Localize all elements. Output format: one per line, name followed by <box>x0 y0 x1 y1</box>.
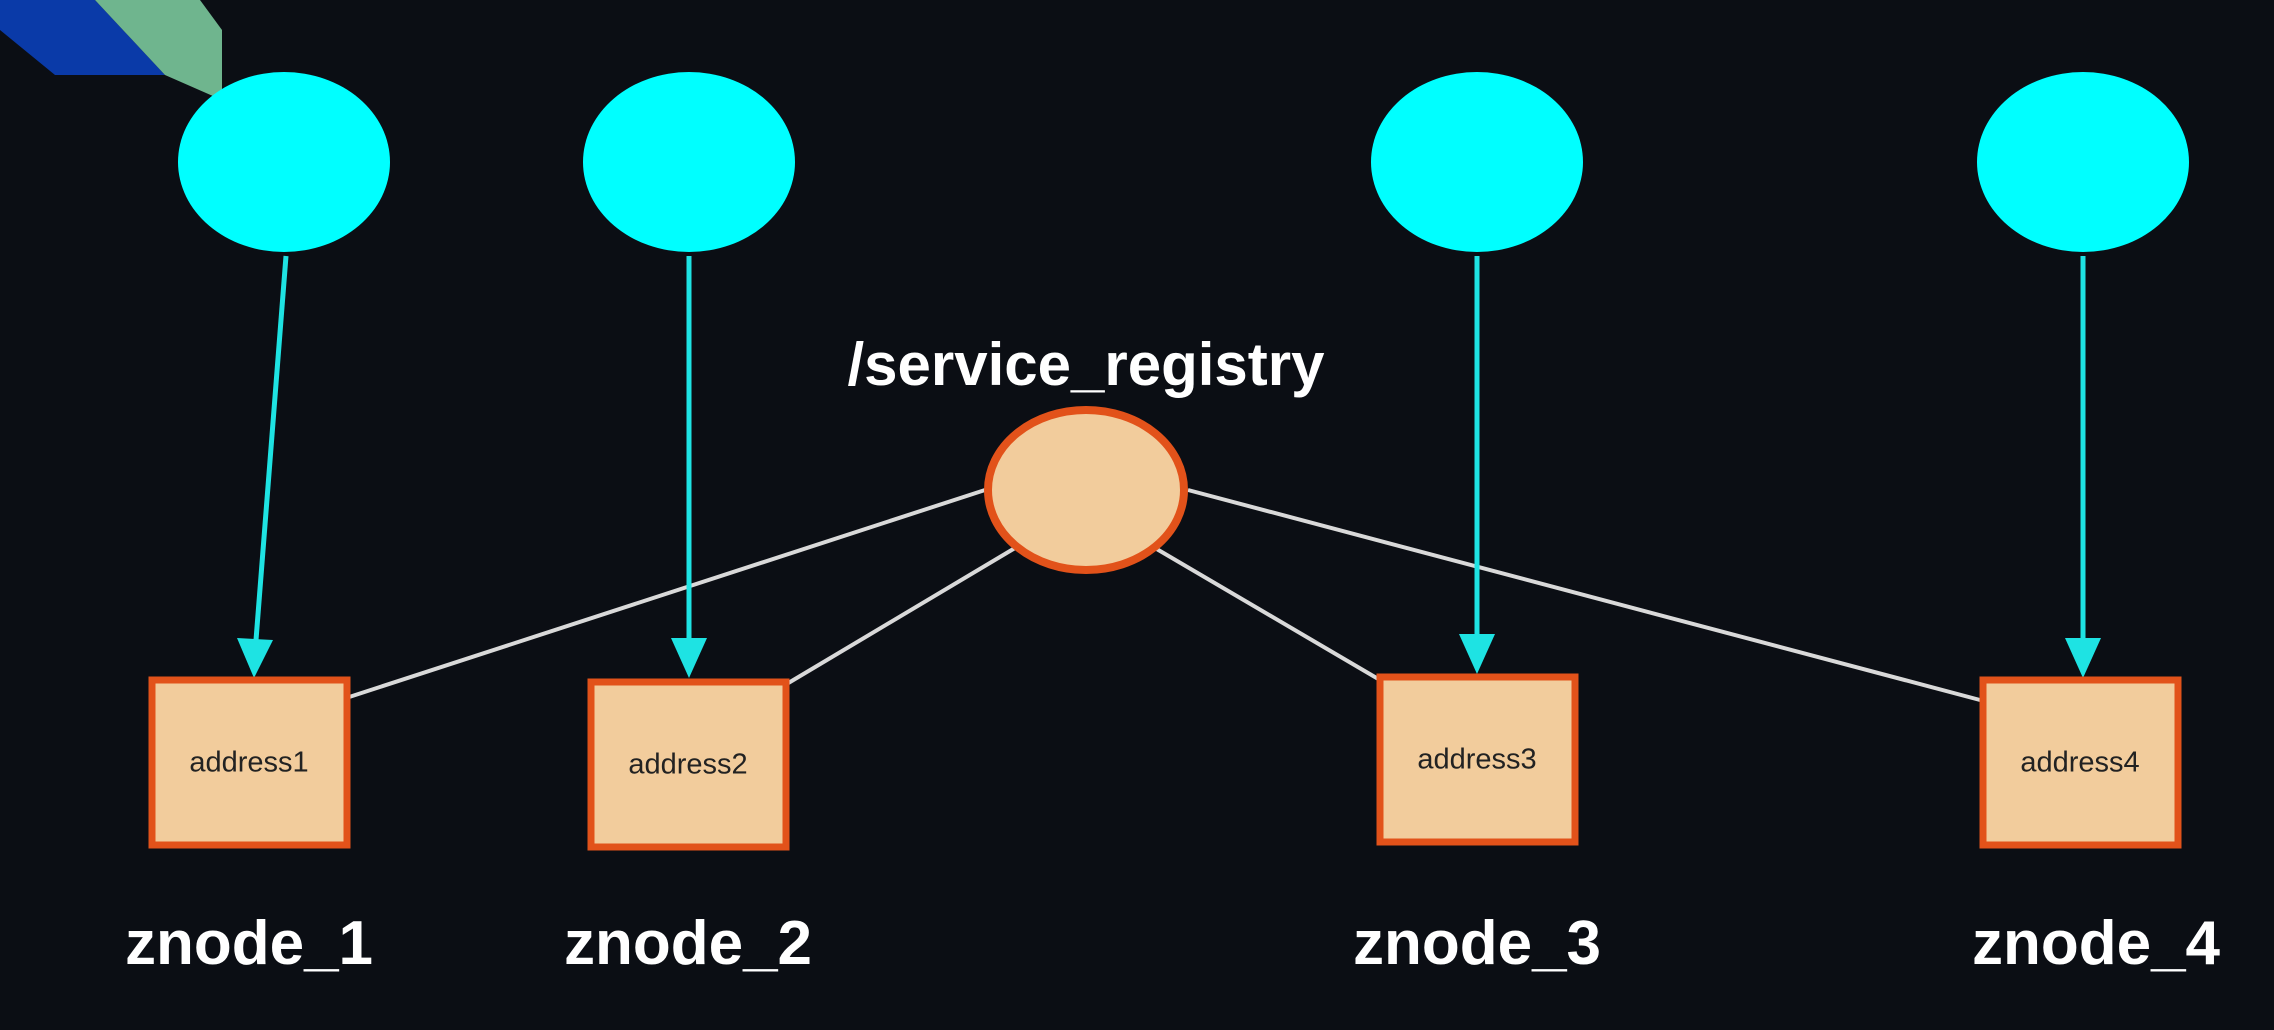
address-box-1 <box>148 676 351 849</box>
znode-label-2: znode_2 <box>563 909 813 978</box>
address-box-4 <box>1979 676 2182 849</box>
client-arrow-1 <box>253 255 289 641</box>
client-arrowhead-4 <box>2065 638 2101 678</box>
client-node-3 <box>1371 72 1583 252</box>
registry-edge-2 <box>783 546 1017 687</box>
registry-label: /service_registry <box>847 331 1325 398</box>
address-box-2 <box>587 678 790 851</box>
client-arrowhead-2 <box>671 638 707 678</box>
registry-edge-1 <box>339 488 986 702</box>
znode-label-1: znode_1 <box>124 909 374 978</box>
client-arrows <box>237 255 2101 678</box>
client-node-4 <box>1977 72 2189 252</box>
client-arrowhead-1 <box>237 638 273 678</box>
address-label-3: address3 <box>1417 743 1537 776</box>
client-nodes <box>178 72 2189 252</box>
registry-connections <box>339 488 1981 702</box>
client-arrowhead-3 <box>1459 634 1495 674</box>
znode-label-3: znode_3 <box>1352 909 1602 978</box>
address-boxes <box>148 673 2182 851</box>
registry-node <box>984 406 1188 574</box>
logo-corner-icon <box>0 0 222 100</box>
registry-edge-4 <box>1187 488 1981 702</box>
client-node-2 <box>583 72 795 252</box>
address-box-3 <box>1376 673 1579 846</box>
address-label-4: address4 <box>2020 746 2140 779</box>
znode-label-4: znode_4 <box>1971 909 2221 978</box>
registry-edge-3 <box>1153 546 1382 682</box>
address-label-1: address1 <box>189 746 309 779</box>
client-node-1 <box>178 72 390 252</box>
address-label-2: address2 <box>628 748 748 781</box>
